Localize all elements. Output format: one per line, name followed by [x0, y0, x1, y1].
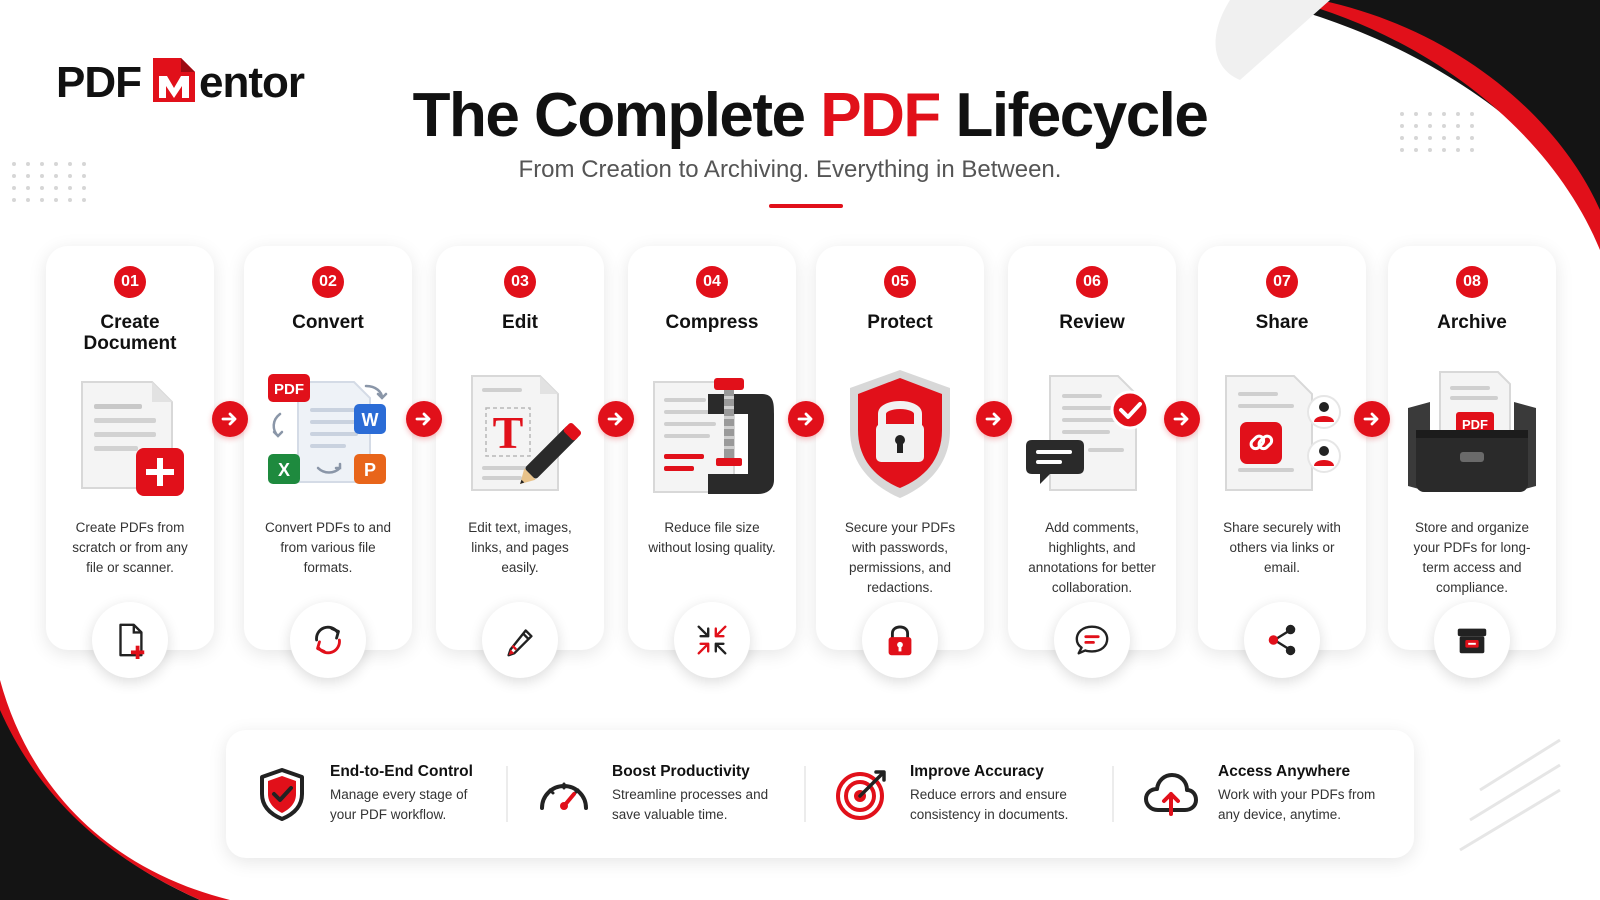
title-accent: PDF	[820, 81, 941, 150]
title-part2: Lifecycle	[939, 81, 1209, 150]
pencil-icon	[507, 629, 533, 657]
step-description: Share securely with others via links or …	[1223, 520, 1341, 575]
benefit-title: Boost Productivity	[612, 763, 750, 780]
benefit-description: Manage every stage of your PDF workflow.	[330, 787, 468, 822]
step-description: Convert PDFs to and from various file fo…	[264, 520, 392, 575]
benefit-description: Work with your PDFs from any device, any…	[1218, 787, 1376, 822]
archive-icon	[1457, 628, 1487, 654]
share-icon	[1268, 624, 1296, 656]
page-title: The Complete PDF Lifecycle	[0, 80, 1600, 151]
ppt-label: P	[364, 460, 376, 480]
file-plus-icon	[119, 623, 145, 659]
pdf-label: PDF	[274, 381, 304, 398]
flow-arrow-icon	[788, 401, 824, 437]
step-card-edit: 03 Edit T Edit text, images, links, and …	[436, 246, 604, 678]
step-number: 03	[504, 266, 536, 298]
step-title: Convert	[292, 312, 364, 333]
logo-text-left: PDF	[56, 58, 142, 107]
step-card-protect: 05 Protect Secure your PDFs with passwor…	[816, 246, 984, 678]
benefit-title: End-to-End Control	[330, 763, 473, 780]
flow-arrow-icon	[976, 401, 1012, 437]
step-number: 06	[1076, 266, 1108, 298]
step-card-review: 06 Review Add comments, highlights, and …	[1008, 246, 1176, 678]
flow-arrow-icon	[212, 401, 248, 437]
step-number: 04	[696, 266, 728, 298]
step-description: Add comments, highlights, and annotation…	[1028, 520, 1156, 595]
benefit-improve-accuracy: Improve Accuracy Reduce errors and ensur…	[804, 763, 1112, 822]
logo-text-right: entor	[199, 58, 305, 107]
benefit-description: Streamline processes and save valuable t…	[612, 787, 769, 822]
text-glyph: T	[493, 407, 524, 458]
step-number: 07	[1266, 266, 1298, 298]
target-icon	[834, 766, 890, 822]
step-title: Create Document	[83, 312, 177, 354]
step-card-archive: 08 Archive PDF Store and organize your P…	[1388, 246, 1556, 678]
archive-button[interactable]	[1434, 602, 1510, 678]
shield-check-icon	[254, 766, 310, 822]
comment-icon	[1075, 625, 1109, 655]
create-document-button[interactable]	[92, 602, 168, 678]
brand-logo: PDF entor	[56, 56, 305, 110]
step-number: 01	[114, 266, 146, 298]
step-number: 05	[884, 266, 916, 298]
convert-illustration: PDF W X P	[258, 364, 398, 504]
step-description: Edit text, images, links, and pages easi…	[468, 520, 572, 575]
step-description: Secure your PDFs with passwords, permiss…	[844, 520, 956, 595]
dot-grid-left	[12, 162, 88, 202]
lock-icon	[888, 625, 912, 656]
step-title: Edit	[502, 312, 538, 333]
step-card-share: 07 Share Share securely with others via …	[1198, 246, 1366, 678]
benefit-description: Reduce errors and ensure consistency in …	[910, 787, 1069, 822]
step-number: 08	[1456, 266, 1488, 298]
benefit-end-to-end-control: End-to-End Control Manage every stage of…	[226, 730, 506, 858]
archive-pdf-label: PDF	[1462, 417, 1488, 432]
step-title: Share	[1255, 312, 1309, 333]
edit-button[interactable]	[482, 602, 558, 678]
logo-m-mark-icon	[151, 50, 197, 104]
flow-arrow-icon	[406, 401, 442, 437]
review-illustration	[1022, 364, 1162, 504]
archive-illustration: PDF	[1402, 364, 1542, 504]
compress-icon	[697, 625, 727, 655]
step-card-convert: 02 Convert PDF W X P Convert PDFs to and…	[244, 246, 412, 678]
benefit-boost-productivity: Boost Productivity Streamline processes …	[506, 763, 804, 822]
title-part1: The Complete	[412, 81, 821, 150]
step-number: 02	[312, 266, 344, 298]
share-illustration	[1212, 364, 1352, 504]
benefit-title: Access Anywhere	[1218, 763, 1351, 780]
convert-button[interactable]	[290, 602, 366, 678]
benefits-bar: End-to-End Control Manage every stage of…	[226, 730, 1414, 858]
step-title: Compress	[665, 312, 759, 333]
word-label: W	[362, 410, 379, 430]
step-card-compress: 04 Compress Reduce file size without los…	[628, 246, 796, 678]
share-button[interactable]	[1244, 602, 1320, 678]
benefit-access-anywhere: Access Anywhere Work with your PDFs from…	[1112, 763, 1412, 822]
compress-illustration	[642, 364, 782, 504]
compress-button[interactable]	[674, 602, 750, 678]
step-description: Reduce file size without losing quality.	[648, 520, 776, 555]
step-title: Review	[1059, 312, 1125, 333]
page-subtitle: From Creation to Archiving. Everything i…	[518, 156, 1062, 183]
benefit-title: Improve Accuracy	[910, 763, 1044, 780]
refresh-icon	[315, 625, 341, 655]
title-underline	[769, 204, 843, 208]
excel-label: X	[278, 460, 290, 480]
create-document-illustration	[60, 364, 200, 504]
cloud-upload-icon	[1142, 766, 1198, 822]
step-description: Create PDFs from scratch or from any fil…	[72, 520, 188, 575]
flow-arrow-icon	[1354, 401, 1390, 437]
edit-illustration: T	[450, 364, 590, 504]
step-card-create: 01 Create Document Create PDFs from scra…	[46, 246, 214, 678]
flow-arrow-icon	[1164, 401, 1200, 437]
protect-button[interactable]	[862, 602, 938, 678]
step-title: Archive	[1437, 312, 1507, 333]
speedometer-icon	[536, 766, 592, 822]
flow-arrow-icon	[598, 401, 634, 437]
step-description: Store and organize your PDFs for long-te…	[1413, 520, 1531, 595]
protect-illustration	[830, 364, 970, 504]
step-title: Protect	[867, 312, 933, 333]
review-button[interactable]	[1054, 602, 1130, 678]
